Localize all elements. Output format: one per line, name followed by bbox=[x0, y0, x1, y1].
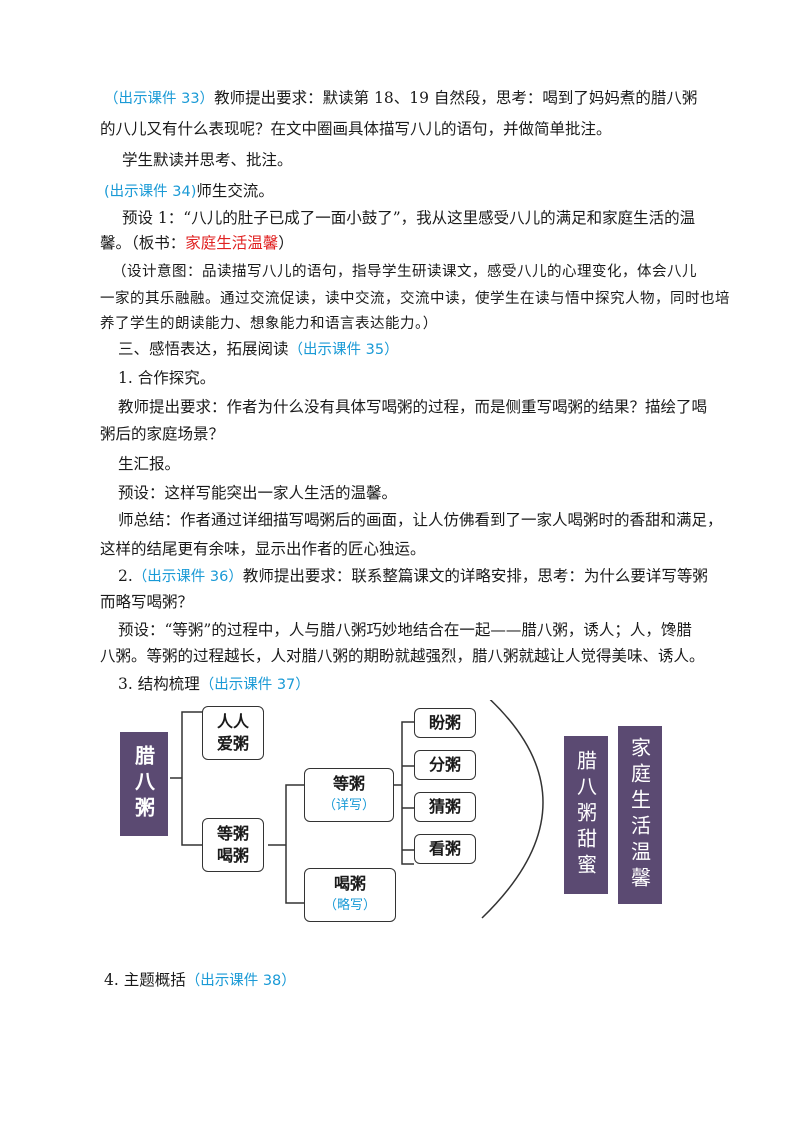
branch2-bracket bbox=[268, 784, 304, 904]
paragraph-11-line1: 师总结：作者通过详细描写喝粥后的画面，让人仿佛看到了一家人喝粥时的香甜和满足， bbox=[118, 511, 723, 529]
paragraph-1: （出示课件 33）教师提出要求：默读第 18、19 自然段，思考：喝到了妈妈煮的… bbox=[104, 88, 728, 110]
conclusion-node-2: 家庭生活温馨 bbox=[618, 726, 662, 904]
item-2: 2.（出示课件 36）教师提出要求：联系整篇课文的详略安排，思考：为什么要详写等… bbox=[118, 566, 742, 588]
board-note-prefix: 馨。（板书： bbox=[100, 234, 186, 252]
paragraph-13-line1: 预设：“等粥”的过程中，人与腊八粥巧妙地结合在一起——腊八粥，诱人；人，馋腊 bbox=[118, 621, 692, 639]
sub-node-2-label: 喝粥 bbox=[333, 874, 366, 893]
leaf-node-1: 盼粥 bbox=[414, 708, 476, 738]
sub-node-1: 等粥 （详写） bbox=[304, 768, 394, 822]
branch-node-1: 人人爱粥 bbox=[202, 706, 264, 760]
conclusion-node-1: 腊八粥甜蜜 bbox=[564, 736, 608, 894]
item-1-heading: 1. 合作探究。 bbox=[118, 369, 216, 387]
section-3-heading: 三、感悟表达，拓展阅读（出示课件 35） bbox=[118, 339, 742, 361]
paragraph-11-line2: 这样的结尾更有余味，显示出作者的匠心独运。 bbox=[100, 540, 426, 558]
root-node: 腊八粥 bbox=[120, 732, 168, 836]
paragraph-3: (出示课件 34)师生交流。 bbox=[104, 181, 728, 203]
paragraph-8-line2: 粥后的家庭场景？ bbox=[100, 425, 225, 443]
design-intent-line3: 养了学生的朗读能力、想象能力和语言表达能力。） bbox=[100, 316, 438, 332]
item-4-text: 4. 主题概括 bbox=[104, 971, 186, 989]
sub-node-1-label: 等粥 bbox=[332, 774, 365, 793]
paragraph-8-line1: 教师提出要求：作者为什么没有具体写喝粥的过程，而是侧重写喝粥的结果？描绘了喝 bbox=[118, 398, 708, 416]
diagram-connectors bbox=[170, 700, 544, 919]
paragraph-9: 生汇报。 bbox=[118, 455, 181, 473]
courseware-tag-38: （出示课件 38） bbox=[185, 973, 296, 989]
design-intent-line2: 一家的其乐融融。通过交流促读，读中交流，交流中读，使学生在读与悟中探究人物，同时… bbox=[100, 291, 730, 307]
leaf-node-3: 猜粥 bbox=[414, 792, 476, 822]
item-4-heading: 4. 主题概括（出示课件 38） bbox=[104, 970, 728, 992]
branch-node-2: 等粥喝粥 bbox=[202, 818, 264, 872]
paragraph-1-text: 教师提出要求：默读第 18、19 自然段，思考：喝到了妈妈煮的腊八粥 bbox=[214, 89, 698, 107]
branch-node-1-label: 人人爱粥 bbox=[216, 712, 249, 753]
courseware-tag-35: （出示课件 35） bbox=[288, 342, 399, 358]
courseware-tag-33: （出示课件 33） bbox=[104, 91, 215, 107]
paragraph-13-line2: 八粥。等粥的过程越长，人对腊八粥的期盼就越强烈，腊八粥就越让人觉得美味、诱人。 bbox=[100, 647, 705, 665]
sub-node-2-note: （略写） bbox=[323, 898, 376, 913]
sub-node-1-note: （详写） bbox=[322, 798, 375, 813]
board-note-red: 家庭生活温馨 bbox=[185, 234, 279, 252]
branch-node-2-label: 等粥喝粥 bbox=[216, 824, 249, 865]
courseware-tag-34: (出示课件 34) bbox=[104, 184, 197, 200]
paragraph-1-line2: 的八儿又有什么表现呢？在文中圈画具体描写八儿的语句，并做简单批注。 bbox=[100, 120, 612, 138]
sub-node-2: 喝粥 （略写） bbox=[304, 868, 396, 922]
courseware-tag-37: （出示课件 37） bbox=[199, 677, 310, 693]
paragraph-4-line2: 馨。（板书：家庭生活温馨） bbox=[100, 233, 724, 254]
item-2-line2: 而略写喝粥？ bbox=[100, 593, 194, 611]
sub1-bracket bbox=[394, 721, 414, 865]
item-2-number: 2. bbox=[118, 567, 133, 585]
structure-diagram: 腊八粥 人人爱粥 等粥喝粥 等粥 （详写） 喝粥 （略写） 盼粥 分粥 猜粥 看… bbox=[104, 700, 664, 922]
paragraph-10: 预设：这样写能突出一家人生活的温馨。 bbox=[118, 484, 398, 502]
leaf-node-2: 分粥 bbox=[414, 750, 476, 780]
item-2-text: 教师提出要求：联系整篇课文的详略安排，思考：为什么要详写等粥 bbox=[242, 567, 708, 585]
section-3-text: 三、感悟表达，拓展阅读 bbox=[118, 340, 289, 358]
board-note-suffix: ） bbox=[278, 234, 294, 252]
paragraph-3-text: 师生交流。 bbox=[196, 182, 274, 200]
leaf-node-4: 看粥 bbox=[414, 834, 476, 864]
item-3-heading: 3. 结构梳理（出示课件 37） bbox=[118, 674, 742, 696]
item-3-text: 3. 结构梳理 bbox=[118, 675, 200, 693]
summary-arc bbox=[481, 700, 544, 919]
paragraph-4-line1: 预设 1：“八儿的肚子已成了一面小鼓了”，我从这里感受八儿的满足和家庭生活的温 bbox=[122, 209, 696, 227]
courseware-tag-36: （出示课件 36） bbox=[132, 569, 243, 585]
design-intent-line1: （设计意图：品读描写八儿的语句，指导学生研读课文，感受八儿的心理变化，体会八儿 bbox=[112, 264, 697, 280]
root-bracket bbox=[170, 711, 202, 846]
paragraph-2: 学生默读并思考、批注。 bbox=[122, 151, 293, 169]
